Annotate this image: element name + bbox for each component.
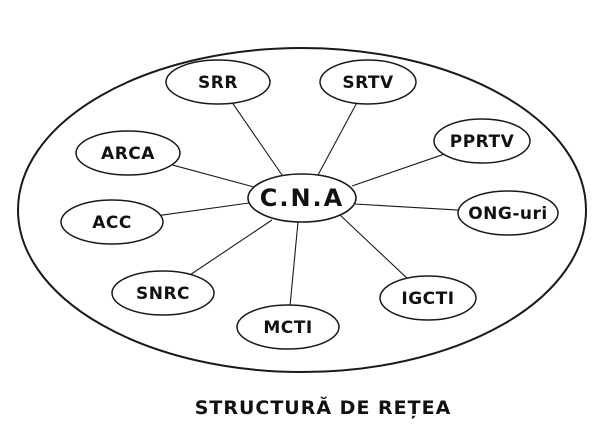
node-pprtv-label: PPRTV	[450, 132, 515, 152]
node-pprtv: PPRTV	[433, 118, 531, 164]
node-snrc-ellipse	[111, 270, 215, 316]
connector-acc	[160, 202, 250, 216]
node-arca-label: ARCA	[101, 144, 155, 164]
node-igcti-ellipse	[379, 275, 477, 321]
connector-arca	[171, 164, 255, 188]
node-acc: ACC	[60, 199, 164, 245]
node-ong-ellipse	[457, 190, 559, 236]
node-ong-label: ONG-uri	[468, 204, 548, 224]
connector-snrc	[190, 219, 273, 275]
node-srtv: SRTV	[319, 59, 417, 105]
connector-lines	[160, 102, 459, 306]
node-srr-label: SRR	[198, 73, 238, 93]
node-ong: ONG-uri	[457, 190, 559, 236]
center-node-label: C.N.A	[260, 184, 345, 212]
diagram-caption: STRUCTURĂ DE REȚEA	[195, 395, 452, 419]
node-srtv-label: SRTV	[342, 73, 394, 93]
node-arca-ellipse	[75, 130, 181, 176]
node-snrc: SNRC	[111, 270, 215, 316]
node-snrc-label: SNRC	[136, 284, 190, 304]
connector-srr	[232, 102, 283, 176]
node-srr-ellipse	[165, 59, 271, 105]
node-igcti-label: IGCTI	[401, 289, 454, 309]
node-igcti: IGCTI	[379, 275, 477, 321]
connector-igcti	[339, 214, 408, 279]
connector-mcti	[289, 221, 299, 306]
node-acc-label: ACC	[92, 213, 132, 233]
connector-ong	[354, 203, 459, 211]
node-mcti-ellipse	[236, 304, 340, 350]
node-srr: SRR	[165, 59, 271, 105]
connector-pprtv	[351, 153, 444, 187]
outer-boundary-ellipse	[17, 47, 587, 373]
node-mcti: MCTI	[236, 304, 340, 350]
node-mcti-label: MCTI	[263, 318, 312, 338]
node-acc-ellipse	[60, 199, 164, 245]
node-srtv-ellipse	[319, 59, 417, 105]
node-arca: ARCA	[75, 130, 181, 176]
connector-srtv	[317, 103, 357, 176]
center-node-ellipse	[247, 173, 357, 223]
center-node: C.N.A	[247, 173, 357, 223]
node-pprtv-ellipse	[433, 118, 531, 164]
